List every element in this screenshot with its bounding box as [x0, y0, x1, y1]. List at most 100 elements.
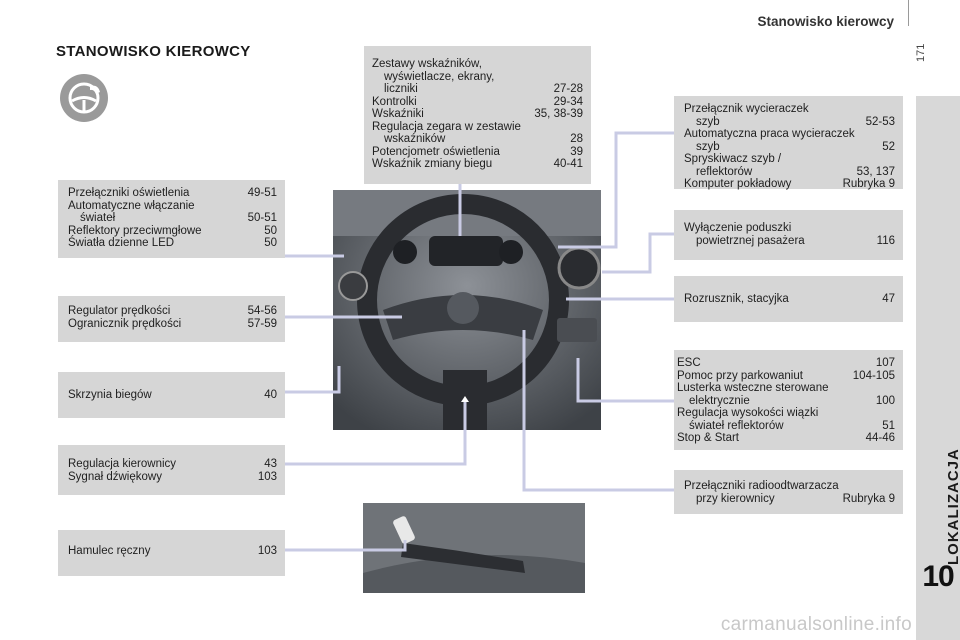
- entry-label: Światła dzienne LED: [68, 237, 175, 249]
- entry-page-ref: 53, 137: [856, 165, 895, 178]
- wipers-entry: szyb 52-53: [684, 116, 895, 129]
- instruments-entry: wskaźników 28: [372, 133, 583, 146]
- entry-label: świateł reflektorów: [689, 419, 784, 432]
- entry-label: Regulator prędkości: [68, 305, 171, 317]
- watermark: carmanualsonline.info: [720, 614, 912, 635]
- gearbox-entry: Skrzynia biegów 40: [68, 389, 277, 402]
- entry-label: liczniki: [384, 83, 418, 95]
- entry-label: Sygnał dźwiękowy: [68, 470, 162, 483]
- instruments-entry: Wskaźnik zmiany biegu 40-41: [372, 158, 583, 171]
- entry-page-ref: 50-51: [247, 212, 277, 224]
- entry-label: Regulacja kierownicy: [68, 458, 177, 470]
- entry-page-ref: 116: [876, 234, 895, 247]
- entry-page-ref: 52: [882, 140, 895, 153]
- entry-page-ref: 35, 38-39: [534, 108, 583, 120]
- chapter-number: 10: [922, 560, 954, 593]
- entry-label: wyświetlacze, ekrany,: [384, 70, 495, 83]
- entry-label: Zestawy wskaźników,: [372, 58, 482, 70]
- entry-label: Stop & Start: [677, 432, 740, 444]
- entry-page-ref: 39: [570, 145, 583, 158]
- entry-label: Hamulec ręczny: [68, 545, 151, 557]
- handbrake-entry: Hamulec ręczny 103: [68, 545, 277, 558]
- entry-page-ref: 49-51: [247, 187, 277, 199]
- entry-page-ref: 104-105: [852, 369, 895, 382]
- entry-label: Wskaźnik zmiany biegu: [372, 158, 493, 170]
- arrow-head-up: [461, 396, 469, 402]
- entry-label: Przełączniki oświetlenia: [68, 187, 190, 199]
- entry-page-ref: 40-41: [553, 158, 583, 170]
- entry-label: szyb: [696, 140, 720, 153]
- entry-label: wskaźników: [384, 133, 446, 145]
- entry-label: Wskaźniki: [372, 108, 424, 120]
- wipers-entry: szyb 52: [684, 141, 895, 154]
- entry-label: Regulacja zegara w zestawie: [372, 120, 521, 133]
- esc-entry: świateł reflektorów 51: [677, 420, 895, 433]
- instruments-box: Zestawy wskaźników,wyświetlacze, ekrany,…: [364, 46, 591, 184]
- wipers-entry: Przełącznik wycieraczek: [684, 103, 895, 116]
- esc-entry: elektrycznie 100: [677, 395, 895, 408]
- instruments-entry: Regulacja zegara w zestawie: [372, 121, 583, 134]
- instruments-entry: Kontrolki 29-34: [372, 96, 583, 109]
- entry-page-ref: 107: [875, 357, 895, 369]
- entry-page-ref: 28: [570, 133, 583, 145]
- entry-label: Reflektory przeciwmgłowe: [68, 224, 202, 237]
- entry-page-ref: 52-53: [865, 115, 895, 128]
- entry-label: Wyłączenie poduszki: [684, 222, 792, 234]
- entry-page-ref: 27-28: [553, 83, 583, 95]
- entry-page-ref: 100: [875, 394, 895, 407]
- entry-page-ref: 44-46: [865, 432, 895, 444]
- entry-label: reflektorów: [696, 165, 753, 178]
- entry-label: przy kierownicy: [696, 492, 775, 505]
- lights-entry: Automatyczne włączanie: [68, 200, 277, 213]
- steering-wheel-icon: [60, 74, 108, 122]
- entry-page-ref: Rubryka 9: [842, 178, 895, 190]
- entry-page-ref: 50: [264, 237, 277, 249]
- entry-page-ref: 103: [257, 470, 277, 483]
- entry-page-ref: 57-59: [247, 317, 277, 330]
- entry-label: Spryskiwacz szyb /: [684, 153, 782, 165]
- entry-label: szyb: [696, 115, 720, 128]
- esc-entry: Regulacja wysokości wiązki: [677, 407, 895, 420]
- entry-label: Lusterka wsteczne sterowane: [677, 382, 829, 394]
- handbrake-photo: [363, 503, 585, 593]
- entry-label: Przełącznik wycieraczek: [684, 103, 809, 115]
- entry-label: Skrzynia biegów: [68, 389, 152, 401]
- gearbox-box: Skrzynia biegów 40: [58, 372, 285, 418]
- instruments-entry: wyświetlacze, ekrany,: [372, 71, 583, 84]
- entry-label: Kontrolki: [372, 95, 417, 108]
- page-title: STANOWISKO KIEROWCY: [56, 43, 251, 60]
- entry-page-ref: 29-34: [553, 95, 583, 108]
- instruments-entry: Zestawy wskaźników,: [372, 58, 583, 71]
- entry-label: elektrycznie: [689, 394, 750, 407]
- entry-label: ESC: [677, 357, 701, 369]
- entry-page-ref: 103: [257, 545, 277, 557]
- instruments-entry: Wskaźniki 35, 38-39: [372, 108, 583, 121]
- entry-page-ref: 51: [882, 419, 895, 432]
- chapter-label: LOKALIZACJA: [945, 448, 960, 565]
- instruments-entry: liczniki 27-28: [372, 83, 583, 96]
- entry-label: Automatyczna praca wycieraczek: [684, 128, 855, 140]
- entry-page-ref: 40: [264, 389, 277, 401]
- page-number: 171: [915, 43, 927, 62]
- esc-entry: Stop & Start 44-46: [677, 432, 895, 445]
- entry-label: Regulacja wysokości wiązki: [677, 407, 819, 419]
- lights-entry: Przełączniki oświetlenia 49-51: [68, 187, 277, 200]
- entry-page-ref: 47: [882, 293, 895, 305]
